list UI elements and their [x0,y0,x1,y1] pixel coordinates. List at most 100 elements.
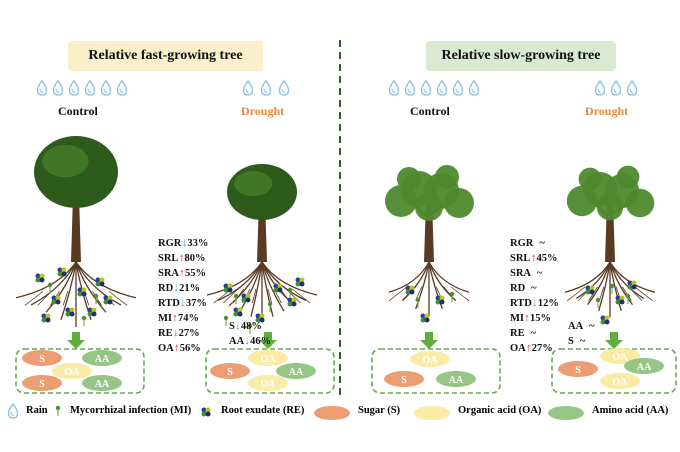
raindrop-icon [260,79,272,96]
leaf-cluster [415,193,443,221]
root-line [75,261,122,306]
indicator-name: OA [510,343,526,354]
root-exudate-icon [405,285,415,295]
oval-label: AA [289,367,304,378]
trunk [71,195,81,262]
rain-fast-control [52,79,64,96]
oval-shape [82,350,122,366]
leaf-cluster [444,188,474,218]
exudate-oval: S [22,350,62,366]
rain-fast-drought [260,79,272,96]
rain-slow-control [420,79,432,96]
exudate-oval: S [558,361,598,377]
indicator-value: 45% [536,253,558,264]
exudate-dot [631,280,637,286]
raindrop-icon [594,79,606,96]
arrow-down-icon: ↓ [181,237,188,249]
indicator-name: RD [510,283,526,294]
tree [227,164,297,262]
fast-tree-title: Relative fast-growing tree [68,41,263,71]
exudate-dot [103,299,109,305]
raindrop-shine [245,88,250,94]
indicator-value: 74% [178,313,199,324]
indicator-value: 48% [240,321,262,332]
root-line [428,261,443,309]
exudate-dot [107,295,113,301]
oval-label: OA [423,355,439,366]
exudate-dot [107,299,113,305]
oval-shape [600,348,640,364]
indicator-row: RE↓27% [158,326,208,341]
indicator-row: SRA↑55% [158,266,208,281]
arrow-up-icon: ↑ [530,252,537,264]
spore [223,315,229,321]
raindrop-shine [119,88,124,94]
leaf-cluster [625,188,655,218]
crown-highlight [42,145,89,178]
raindrop-shine [471,88,476,94]
oval-shape [410,351,450,367]
spore [415,297,421,303]
root-branch [108,290,128,306]
root-line [60,261,77,320]
exudate-dot [600,319,606,325]
raindrop-icon [388,79,400,96]
crown-highlight [234,171,273,197]
oval-label: S [575,365,581,376]
exudate-dot [45,313,51,319]
indicator-row: RD ~ [510,281,559,296]
indicator-row: RGR↓33% [158,236,208,251]
root-exudate-icon [241,293,251,303]
slow-drought-exudate-changes: AA ~S ~ [568,319,595,349]
indicator-value: 56% [179,343,201,354]
exudate-dot [627,284,633,290]
raindrop-shine [87,88,92,94]
root-branch [251,288,257,304]
indicator-row: S ~ [568,334,595,349]
exudate-box [15,348,145,394]
exudate-dot [205,411,211,417]
exudate-dot [291,301,297,307]
oval-label: S [227,367,233,378]
exudate-dot [615,299,621,305]
spore [93,293,99,299]
root-branch [285,288,301,304]
exudate-dot [87,311,93,317]
indicator-value: 80% [184,253,206,264]
root-branch [267,288,273,304]
exudate-oval: OA [52,363,92,379]
exudate-dot [57,267,63,273]
arrow-down-icon: ↓ [180,297,186,309]
raindrop-shine [263,88,268,94]
exudate-dot [91,307,97,313]
indicator-row: SRL↑45% [510,251,559,266]
oval-label: S [401,375,407,386]
tree [34,136,118,262]
exudate-dot [604,315,610,321]
legend: Rain Mycorrhizal infection (MI) Root exu… [6,402,676,422]
exudate-dot [287,297,293,303]
indicator-value: ~ [537,268,543,279]
exudate-dot [277,287,283,293]
exudate-dot [55,295,61,301]
mycorrhiza-icon [81,315,87,326]
oval-shape [624,358,664,374]
root-exudate-icon [420,313,430,323]
exudate-dot [233,307,239,313]
indicator-name: RE [510,328,525,339]
rain-fast-control [68,79,80,96]
oval-label: AA [449,375,464,386]
fast-control-label: Control [58,104,98,118]
oval-label: OA [65,367,81,378]
spore [47,282,53,288]
raindrop-icon [100,79,112,96]
exudate-dot [61,271,67,277]
oval-label: OA [613,352,629,363]
root-line [15,261,77,299]
exudate-dot [439,299,445,305]
legend-sugar-label: Sugar (S) [358,405,401,416]
root-exudate-icon [615,295,625,305]
exudate-oval: OA [248,350,288,366]
raindrop-shine [407,88,412,94]
oval-shape [414,406,450,420]
